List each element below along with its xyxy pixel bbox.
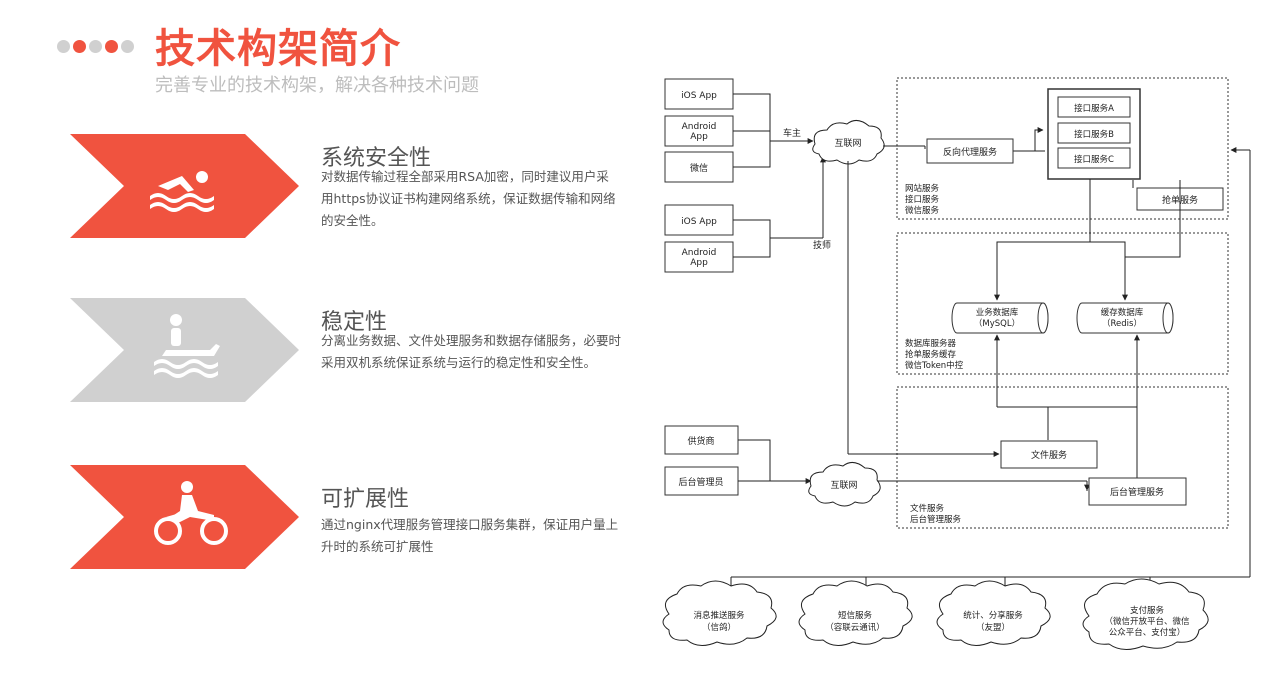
web-zone-label: 网站服务 bbox=[905, 183, 940, 194]
file-zone-label: 文件服务 bbox=[910, 503, 945, 514]
analytics-service-cloud: 统计、分享服务 （友盟） bbox=[936, 580, 1051, 646]
client-label: 微信 bbox=[690, 162, 708, 174]
feature-security: 系统安全性 对数据传输过程全部采用RSA加密，同时建议用户采用https协议证书… bbox=[70, 134, 630, 238]
client-android-app-1 bbox=[664, 115, 734, 147]
payment-service-cloud: 支付服务 （微信开放平台、微信 公众平台、支付宝） bbox=[1082, 578, 1209, 650]
api-service-a bbox=[1057, 96, 1131, 118]
client-ios-app-1 bbox=[664, 78, 734, 110]
svg-text:缓存数据库: 缓存数据库 bbox=[1101, 307, 1144, 318]
client-admin bbox=[664, 466, 739, 496]
client-label: iOS App bbox=[681, 91, 717, 101]
feature-title: 可扩展性 bbox=[321, 487, 410, 512]
push-service-cloud: 消息推送服务 （信鸽） bbox=[662, 580, 777, 646]
client-label: Android bbox=[682, 248, 717, 258]
db-zone-label: 抢单服务缓存 bbox=[905, 349, 957, 360]
svg-text:支付服务: 支付服务 bbox=[1130, 605, 1165, 616]
dot bbox=[57, 40, 70, 53]
reverse-proxy-label: 反向代理服务 bbox=[943, 146, 997, 158]
cache-database bbox=[1076, 302, 1174, 334]
svg-text:接口服务C: 接口服务C bbox=[1074, 154, 1114, 165]
jet-ski-icon bbox=[70, 298, 299, 402]
db-zone bbox=[896, 232, 1229, 375]
svg-text:统计、分享服务: 统计、分享服务 bbox=[963, 610, 1023, 621]
client-ios-app-2 bbox=[664, 204, 734, 236]
web-zone-label: 接口服务 bbox=[905, 194, 940, 205]
client-label: App bbox=[690, 132, 708, 142]
dot bbox=[105, 40, 118, 53]
swimmer-icon bbox=[70, 134, 299, 238]
business-database bbox=[951, 302, 1049, 334]
architecture-diagram: iOS App Android App 微信 iOS App Android A… bbox=[662, 77, 1251, 650]
motorcycle-icon bbox=[70, 465, 299, 569]
dot bbox=[89, 40, 102, 53]
edge-label-technician: 技师 bbox=[813, 239, 831, 251]
svg-text:（友盟）: （友盟） bbox=[976, 622, 1010, 633]
client-label: App bbox=[690, 258, 708, 268]
svg-text:接口服务A: 接口服务A bbox=[1074, 103, 1114, 114]
svg-text:接口服务B: 接口服务B bbox=[1074, 129, 1114, 140]
web-zone bbox=[896, 77, 1229, 220]
svg-text:公众平台、支付宝）: 公众平台、支付宝） bbox=[1109, 627, 1186, 638]
client-label: iOS App bbox=[681, 217, 717, 227]
svg-text:消息推送服务: 消息推送服务 bbox=[693, 610, 745, 621]
svg-text:（Redis）: （Redis） bbox=[1102, 318, 1142, 329]
dot bbox=[73, 40, 86, 53]
internet-cloud-top: 互联网 bbox=[812, 120, 885, 165]
svg-text:互联网: 互联网 bbox=[830, 480, 857, 491]
feature-stability: 稳定性 分离业务数据、文件处理服务和数据存储服务，必要时采用双机系统保证系统与运… bbox=[70, 298, 630, 402]
svg-text:（容联云通讯）: （容联云通讯） bbox=[825, 622, 885, 633]
svg-text:文件服务: 文件服务 bbox=[1031, 449, 1067, 461]
feature-description: 分离业务数据、文件处理服务和数据存储服务，必要时采用双机系统保证系统与运行的稳定… bbox=[321, 333, 622, 370]
feature-description: 对数据传输过程全部采用RSA加密，同时建议用户采用https协议证书构建网络系统… bbox=[321, 169, 616, 228]
client-wechat bbox=[664, 151, 734, 183]
admin-service-box bbox=[1088, 477, 1187, 506]
client-label: 后台管理员 bbox=[678, 476, 723, 488]
svg-text:（微信开放平台、微信: （微信开放平台、微信 bbox=[1104, 616, 1190, 627]
feature-scalability: 可扩展性 通过nginx代理服务管理接口服务集群，保证用户量上升时的系统可扩展性 bbox=[70, 465, 630, 569]
svg-text:（MySQL）: （MySQL） bbox=[974, 318, 1020, 329]
edge-label-car-owner: 车主 bbox=[783, 127, 801, 139]
page-subtitle: 完善专业的技术构架，解决各种技术问题 bbox=[155, 75, 479, 96]
feature-title: 系统安全性 bbox=[321, 146, 432, 171]
sms-service-cloud: 短信服务 （容联云通讯） bbox=[798, 580, 913, 646]
api-service-c bbox=[1057, 147, 1131, 169]
svg-text:短信服务: 短信服务 bbox=[838, 610, 873, 621]
file-service-box bbox=[1000, 440, 1098, 469]
page-title: 技术构架简介 bbox=[155, 26, 401, 72]
feature-title: 稳定性 bbox=[321, 310, 388, 335]
client-supplier bbox=[664, 425, 739, 455]
web-zone-label: 微信服务 bbox=[905, 205, 940, 216]
dot bbox=[121, 40, 134, 53]
reverse-proxy-box bbox=[926, 138, 1014, 164]
svg-text:互联网: 互联网 bbox=[834, 138, 861, 149]
file-zone-label: 后台管理服务 bbox=[910, 514, 962, 525]
svg-text:后台管理服务: 后台管理服务 bbox=[1110, 486, 1164, 498]
file-zone bbox=[896, 386, 1229, 529]
api-service-b bbox=[1057, 122, 1131, 144]
internet-cloud-bottom: 互联网 bbox=[808, 462, 881, 507]
db-zone-label: 微信Token中控 bbox=[905, 360, 964, 371]
db-zone-label: 数据库服务器 bbox=[905, 338, 957, 349]
client-label: 供货商 bbox=[687, 435, 714, 447]
svg-text:业务数据库: 业务数据库 bbox=[976, 307, 1019, 318]
svg-text:（信鸽）: （信鸽） bbox=[702, 622, 736, 633]
client-label: Android bbox=[682, 122, 717, 132]
feature-description: 通过nginx代理服务管理接口服务集群，保证用户量上升时的系统可扩展性 bbox=[321, 517, 619, 554]
